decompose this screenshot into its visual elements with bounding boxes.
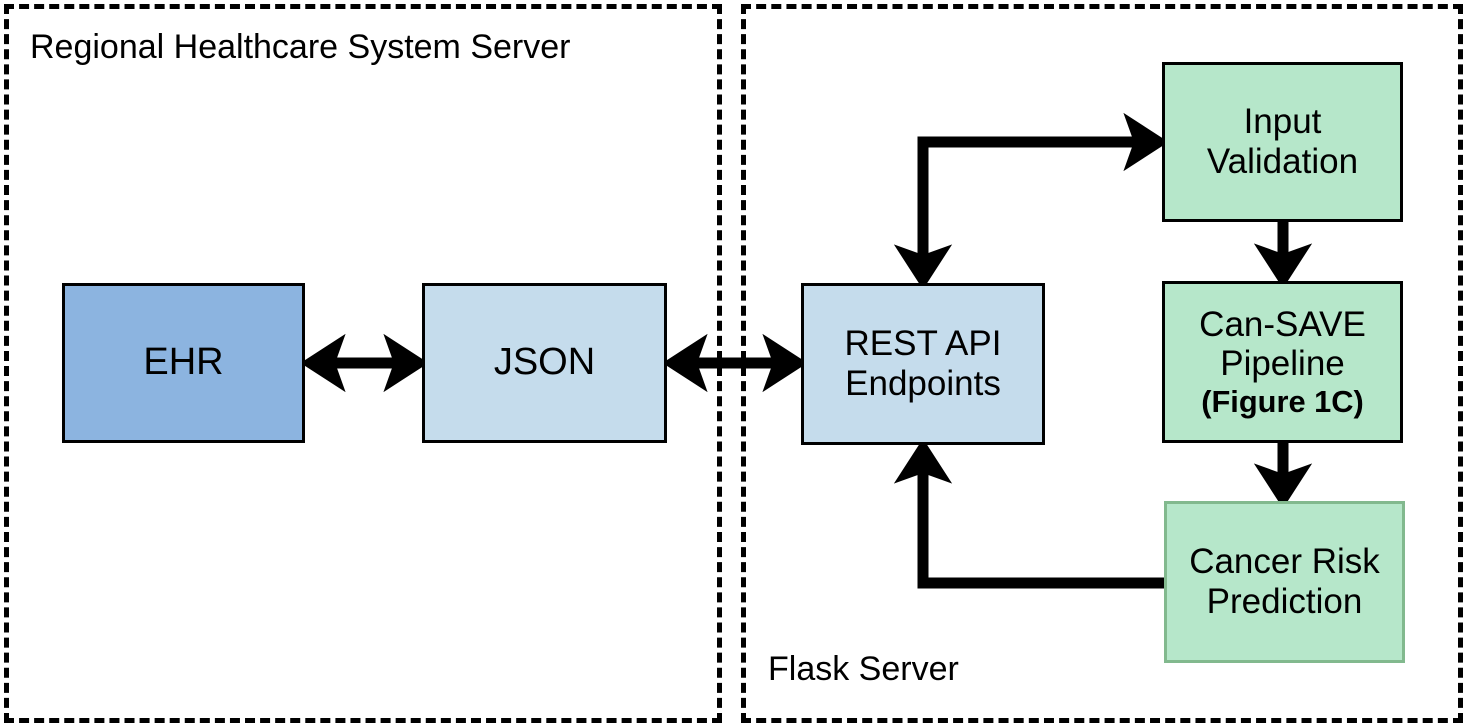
node-cancer-risk-prediction-label: Cancer Risk Prediction <box>1189 542 1380 621</box>
node-can-save-pipeline[interactable]: Can-SAVE Pipeline (Figure 1C) <box>1162 281 1403 443</box>
node-ehr[interactable]: EHR <box>62 283 305 443</box>
node-input-validation-label: Input Validation <box>1206 102 1359 181</box>
node-rest-api-endpoints[interactable]: REST API Endpoints <box>801 283 1045 445</box>
node-cancer-risk-prediction[interactable]: Cancer Risk Prediction <box>1164 501 1405 663</box>
node-input-validation[interactable]: Input Validation <box>1162 62 1403 222</box>
node-can-save-pipeline-label: Can-SAVE Pipeline (Figure 1C) <box>1199 304 1366 420</box>
panel-label-flask-server: Flask Server <box>768 650 959 688</box>
node-rest-api-endpoints-label: REST API Endpoints <box>844 324 1002 403</box>
node-json[interactable]: JSON <box>422 283 667 443</box>
node-json-label: JSON <box>493 341 596 384</box>
node-ehr-label: EHR <box>143 341 224 384</box>
panel-label-regional-healthcare-system-server: Regional Healthcare System Server <box>30 28 571 66</box>
